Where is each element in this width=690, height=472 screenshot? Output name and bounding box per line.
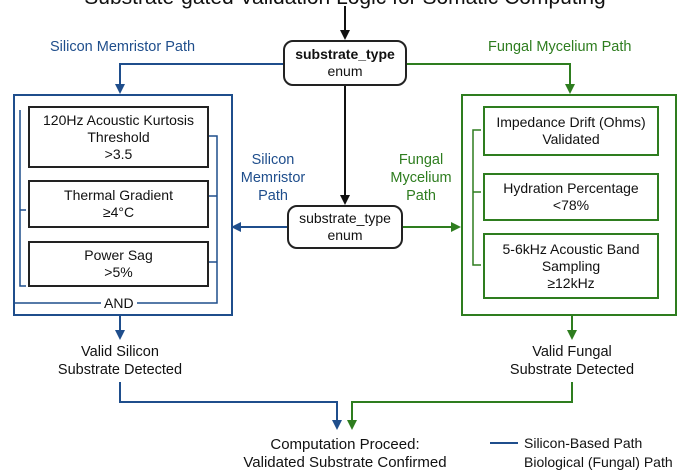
and-label: AND	[101, 295, 137, 311]
hydration-line1: Hydration Percentage	[503, 180, 639, 196]
arrow-fungal-to-final	[347, 382, 573, 430]
mid-substrate-node: substrate_type enum	[287, 205, 403, 249]
mid-right-label-line3: Path	[406, 188, 436, 204]
silicon-check-thermal: Thermal Gradient ≥4°C	[28, 180, 209, 228]
fungal-check-impedance: Impedance Drift (Ohms) Validated	[483, 106, 659, 156]
acoustic-band-line2: Sampling	[541, 257, 601, 274]
fungal-result-line2: Substrate Detected	[509, 362, 635, 378]
acoustic-band-line3: ≥12kHz	[547, 274, 595, 291]
silicon-result: Valid Silicon Substrate Detected	[40, 343, 200, 379]
arrow-silicon-to-final	[119, 382, 342, 430]
kurtosis-line2: Threshold	[87, 128, 150, 145]
mid-left-label-line2: Memristor	[240, 170, 306, 186]
top-node-line2: enum	[327, 63, 363, 79]
final-line1: Computation Proceed:	[270, 436, 420, 453]
mid-node-line2: enum	[327, 227, 363, 243]
silicon-result-line1: Valid Silicon	[81, 344, 159, 360]
arrow-top-to-silicon	[115, 63, 283, 94]
mid-node-line1: substrate_type	[299, 210, 391, 226]
power-sag-line2: >5%	[104, 264, 133, 280]
mid-left-label-line3: Path	[258, 188, 288, 204]
legend-silicon-label: Silicon-Based Path	[524, 435, 643, 451]
legend-fungal-label: Biological (Fungal) Path	[524, 454, 673, 470]
arrow-top-to-fungal	[407, 63, 575, 94]
thermal-line2: ≥4°C	[102, 204, 135, 220]
fungal-check-acoustic-band: 5-6kHz Acoustic Band Sampling ≥12kHz	[483, 233, 659, 299]
fungal-path-container	[461, 94, 677, 316]
mid-right-label-line1: Fungal	[398, 152, 444, 168]
top-node-line1: substrate_type	[295, 46, 395, 62]
mid-right-path-label: Fungal Mycelium Path	[383, 151, 459, 205]
final-computation-proceed: Computation Proceed: Validated Substrate…	[220, 436, 470, 472]
mid-right-label-line2: Mycelium	[390, 170, 452, 186]
connector-wires	[14, 6, 577, 444]
mid-left-label-line1: Silicon	[251, 152, 295, 168]
thermal-line1: Thermal Gradient	[64, 187, 173, 203]
final-line2: Validated Substrate Confirmed	[243, 454, 447, 471]
fungal-result: Valid Fungal Substrate Detected	[492, 343, 652, 379]
kurtosis-line1: 120Hz Acoustic Kurtosis	[43, 111, 194, 128]
left-path-label: Silicon Memristor Path	[50, 39, 196, 55]
hydration-line2: <78%	[552, 197, 590, 213]
diagram-title: Substrate-gated Validation Logic for Som…	[0, 0, 690, 10]
mid-left-path-label: Silicon Memristor Path	[238, 151, 308, 205]
power-sag-line1: Power Sag	[84, 247, 153, 263]
silicon-path-container	[13, 94, 233, 316]
kurtosis-line3: >3.5	[104, 145, 133, 162]
fungal-bracket	[472, 129, 481, 266]
impedance-line1: Impedance Drift (Ohms)	[496, 114, 646, 130]
silicon-check-power-sag: Power Sag >5%	[28, 241, 209, 287]
silicon-check-kurtosis: 120Hz Acoustic Kurtosis Threshold >3.5	[28, 106, 209, 168]
impedance-line2: Validated	[542, 131, 600, 147]
top-substrate-node: substrate_type enum	[283, 40, 407, 86]
fungal-result-line1: Valid Fungal	[532, 344, 612, 360]
silicon-result-line2: Substrate Detected	[57, 362, 183, 378]
acoustic-band-line1: 5-6kHz Acoustic Band	[502, 240, 640, 257]
right-path-label: Fungal Mycelium Path	[488, 39, 632, 55]
fungal-check-hydration: Hydration Percentage <78%	[483, 173, 659, 221]
